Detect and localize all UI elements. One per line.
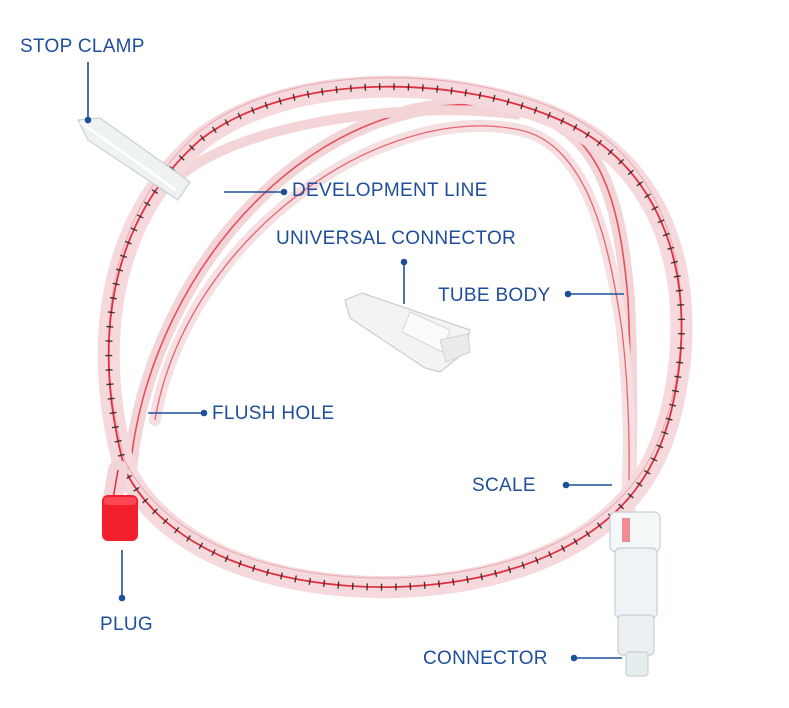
tube-body: [97, 75, 693, 599]
connector-shape: [609, 511, 661, 677]
label-connector: CONNECTOR: [423, 648, 548, 669]
plug-shape: [102, 495, 138, 541]
label-flush-hole: FLUSH HOLE: [212, 403, 335, 424]
universal-connector-shape: [344, 292, 471, 373]
label-tube-body: TUBE BODY: [438, 285, 551, 306]
label-plug: PLUG: [100, 614, 153, 635]
distal-tip: [102, 460, 138, 541]
label-universal-connector: UNIVERSAL CONNECTOR: [276, 228, 517, 249]
label-scale: SCALE: [472, 475, 536, 496]
leader-lines: [84, 62, 624, 662]
label-stop-clamp: STOP CLAMP: [20, 36, 145, 57]
label-development-line: DEVELOPMENT LINE: [292, 180, 488, 201]
development-line-stripe: [107, 85, 683, 588]
stop-clamp-shape: [77, 117, 191, 201]
